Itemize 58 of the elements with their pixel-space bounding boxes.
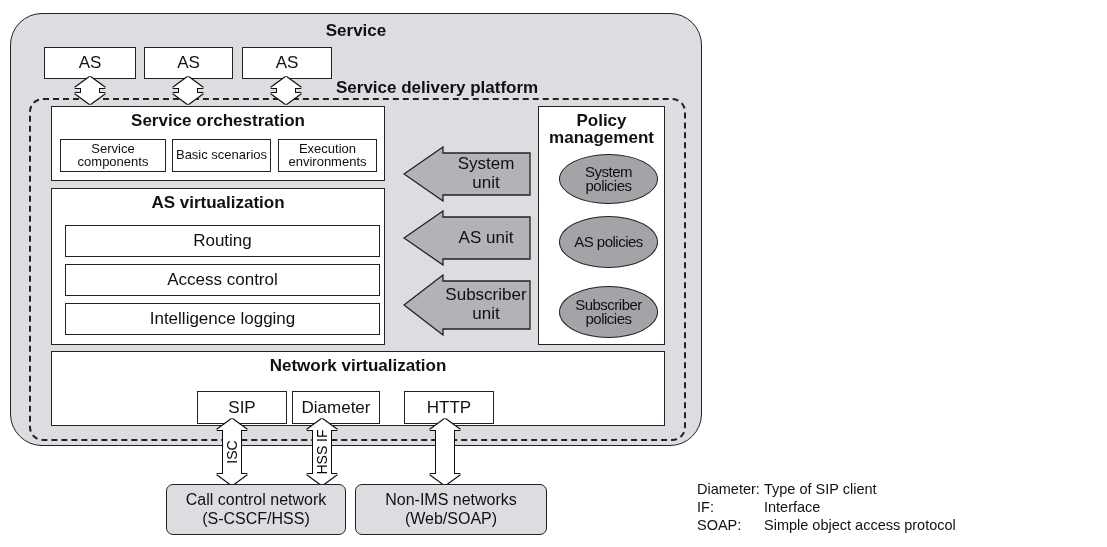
- box-label: Access control: [167, 270, 278, 290]
- note-text: SOAP:: [697, 517, 743, 534]
- group-title: Service orchestration: [131, 112, 305, 129]
- edge-label: HSS IF: [315, 428, 329, 476]
- box-label: System unit: [456, 155, 516, 193]
- box-label: Call control network (S-CSCF/HSS): [184, 491, 328, 528]
- box-label: HTTP: [426, 397, 472, 418]
- box-label: Subscriber policies: [574, 297, 643, 327]
- note-text: Interface: [764, 499, 822, 516]
- layer-box: [51, 188, 385, 345]
- component-box: [292, 391, 380, 424]
- box-label: System policies: [584, 164, 633, 194]
- box-label: Non-IMS networks (Web/SOAP): [384, 491, 518, 528]
- box-label: Basic scenarios: [175, 149, 267, 162]
- box-label: AS unit: [457, 228, 515, 248]
- edge-label: ISC: [225, 439, 239, 465]
- box-label: Subscriber unit: [444, 286, 528, 324]
- note-text: Type of SIP client: [764, 481, 878, 498]
- component-box: [65, 264, 380, 296]
- note-text: Simple object access protocol: [764, 517, 956, 534]
- group-title: Service: [325, 22, 387, 39]
- component-box: [278, 139, 377, 172]
- network-box: [355, 484, 547, 535]
- component-box: [65, 225, 380, 257]
- double-arrow: [75, 77, 105, 104]
- group-title: AS virtualization: [151, 194, 285, 211]
- box-label: AS: [78, 53, 102, 73]
- network-box: [166, 484, 346, 535]
- group-title: Policy management: [548, 112, 655, 146]
- box-label: AS policies: [573, 234, 644, 250]
- unit-panel: [403, 274, 531, 336]
- box-label: Diameter: [301, 397, 371, 418]
- note-text: Diameter:: [697, 481, 761, 498]
- component-box: [65, 303, 380, 335]
- component-box: [172, 139, 271, 172]
- box-label: Service components: [76, 143, 150, 168]
- component-box: [404, 391, 494, 424]
- unit-panel: [403, 146, 531, 202]
- box-label: AS: [177, 53, 200, 73]
- double-arrow: [271, 77, 301, 104]
- component-box: [60, 139, 166, 172]
- box-label: Execution environments: [287, 143, 368, 168]
- layer-box: [538, 106, 665, 345]
- box-label: SIP: [228, 397, 256, 418]
- box-label: Intelligence logging: [149, 309, 296, 329]
- component-box: [144, 47, 233, 79]
- component-box: [242, 47, 332, 79]
- group-title: Service delivery platform: [336, 79, 539, 96]
- layer-box: [51, 351, 665, 426]
- unit-panel: [403, 210, 531, 266]
- box-label: Routing: [193, 231, 252, 251]
- component-box: [197, 391, 287, 424]
- component-box: [44, 47, 136, 79]
- double-arrow: [173, 77, 203, 104]
- box-label: AS: [275, 53, 299, 73]
- layer-box: [51, 106, 385, 181]
- group-title: Network virtualization: [269, 357, 447, 374]
- note-text: IF:: [697, 499, 715, 516]
